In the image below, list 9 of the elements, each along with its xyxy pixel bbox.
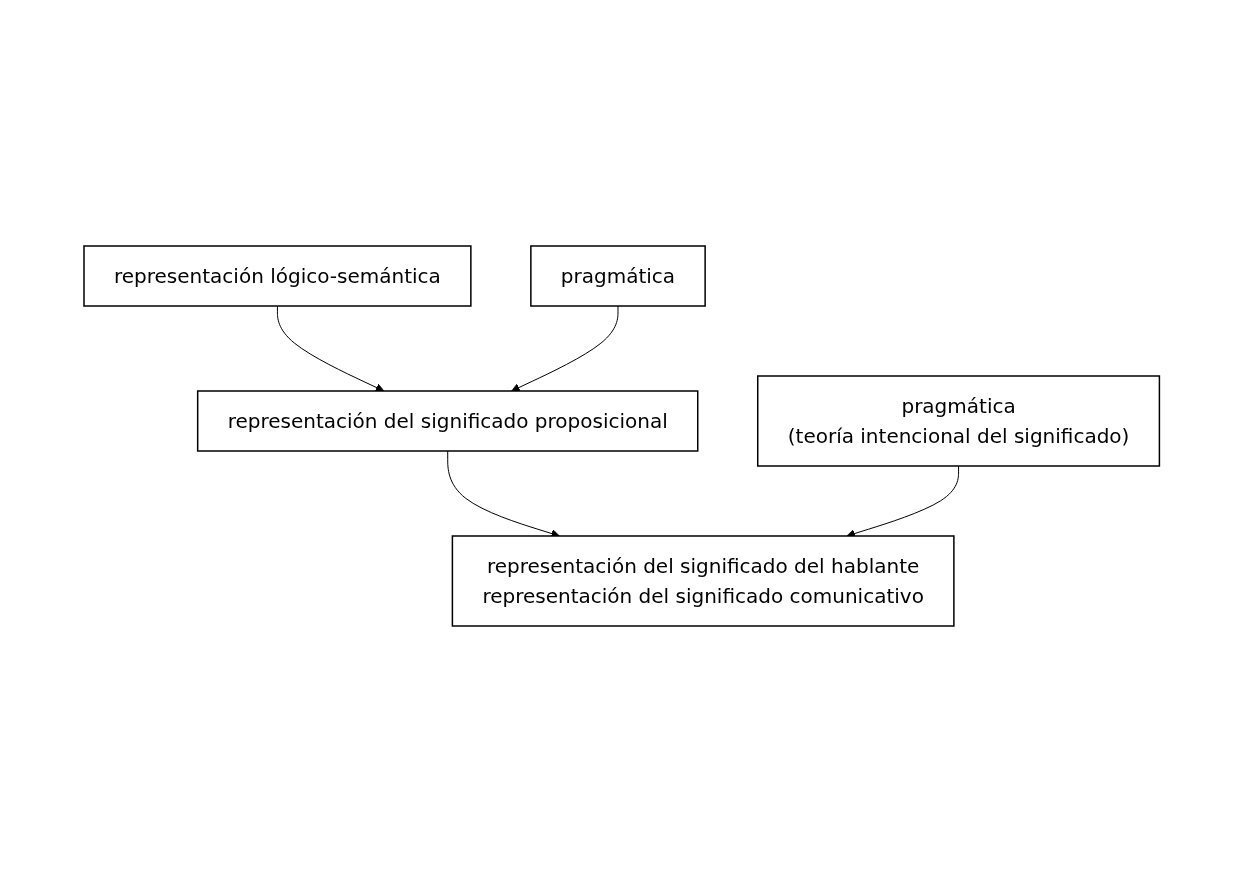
arrow (511, 305, 619, 392)
arrow (447, 450, 561, 538)
node-box: pragmática (teoría intencional del significado) (757, 375, 1161, 467)
arrow (846, 465, 960, 538)
node-box: representación del significado del hablante representación del significado comunicativo (451, 535, 955, 627)
node-box: representación lógico-semántica (83, 245, 472, 307)
node-box: representación del significado proposicional (197, 390, 699, 452)
node-box: pragmática (530, 245, 707, 307)
arrow (277, 305, 385, 392)
